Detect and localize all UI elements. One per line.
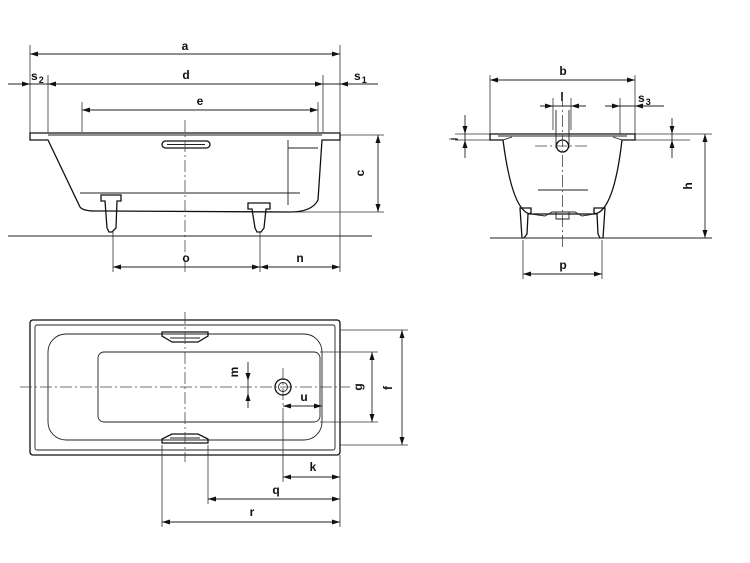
plan-view: m u g f k q <box>20 312 408 527</box>
grip-side <box>162 141 210 148</box>
dimension-label-n: n <box>296 251 303 265</box>
arrowhead <box>635 103 643 109</box>
arrowhead <box>310 107 318 113</box>
tub-end-drain-box <box>556 212 569 219</box>
arrowhead <box>30 51 38 57</box>
arrowhead <box>315 81 323 87</box>
dimension-label-s1: s1 <box>354 69 367 85</box>
arrowhead <box>399 437 405 445</box>
side-view: a d s2 s1 e c <box>8 39 384 272</box>
arrowhead <box>462 126 468 134</box>
arrowhead <box>375 135 381 143</box>
tub-side-outline <box>30 133 340 212</box>
tub-end-rim-detail <box>503 137 622 140</box>
arrowhead <box>332 474 340 480</box>
drain-outer-circle <box>275 379 291 395</box>
arrowhead <box>332 51 340 57</box>
arrowhead <box>669 126 675 134</box>
drain-inner-circle <box>279 383 288 392</box>
dimension-label-k: k <box>310 460 317 474</box>
dimension-label-f: f <box>381 385 395 390</box>
dimension-label-e: e <box>197 94 204 108</box>
arrowhead <box>369 352 375 360</box>
arrowhead <box>82 107 90 113</box>
arrowhead <box>113 264 121 270</box>
arrowhead <box>702 230 708 238</box>
dimension-label-a: a <box>182 39 189 53</box>
arrowhead <box>545 103 553 109</box>
dimension-label-r: r <box>250 505 255 519</box>
arrowhead <box>375 204 381 212</box>
foot-end-right <box>594 208 605 238</box>
dimension-label-g: g <box>351 383 365 390</box>
dimension-label-p: p <box>559 258 566 272</box>
arrowhead <box>332 519 340 525</box>
arrowhead <box>669 140 675 148</box>
arrowhead <box>594 271 602 277</box>
arrowhead <box>283 474 291 480</box>
arrowhead <box>399 330 405 338</box>
arrowhead <box>462 140 468 148</box>
dimension-label-s2: s2 <box>31 69 44 85</box>
arrowhead <box>612 103 620 109</box>
arrowhead <box>245 373 251 381</box>
dimension-label-l: l <box>560 90 563 104</box>
arrowhead <box>332 264 340 270</box>
arrowhead <box>48 81 56 87</box>
arrowhead <box>22 81 30 87</box>
dimension-label-o: o <box>182 251 189 265</box>
arrowhead <box>332 496 340 502</box>
dimension-label-d: d <box>182 68 189 82</box>
dimension-label-b: b <box>559 64 566 78</box>
arrowhead <box>245 393 251 401</box>
dimension-label-h: h <box>681 182 695 189</box>
dimension-label-m: m <box>227 367 241 378</box>
arrowhead <box>340 81 348 87</box>
end-view: b l s3 j <box>448 64 712 279</box>
grip-top <box>162 332 208 342</box>
foot-right <box>248 203 270 232</box>
arrowhead <box>260 264 268 270</box>
arrowhead <box>571 103 579 109</box>
arrowhead <box>252 264 260 270</box>
dimension-label-j: j <box>448 138 458 142</box>
arrowhead <box>627 77 635 83</box>
dimension-label-c: c <box>353 169 367 176</box>
dimension-label-q: q <box>272 483 279 497</box>
arrowhead <box>369 414 375 422</box>
dimension-label-s3: s3 <box>638 91 651 107</box>
arrowhead <box>523 271 531 277</box>
grip-bottom <box>162 434 208 443</box>
arrowhead <box>283 403 291 409</box>
arrowhead <box>162 519 170 525</box>
dimension-label-u: u <box>300 390 307 404</box>
arrowhead <box>208 496 216 502</box>
arrowhead <box>490 77 498 83</box>
arrowhead <box>314 403 322 409</box>
tub-plan-rim <box>35 325 335 450</box>
foot-left <box>101 195 121 232</box>
arrowhead <box>702 134 708 142</box>
